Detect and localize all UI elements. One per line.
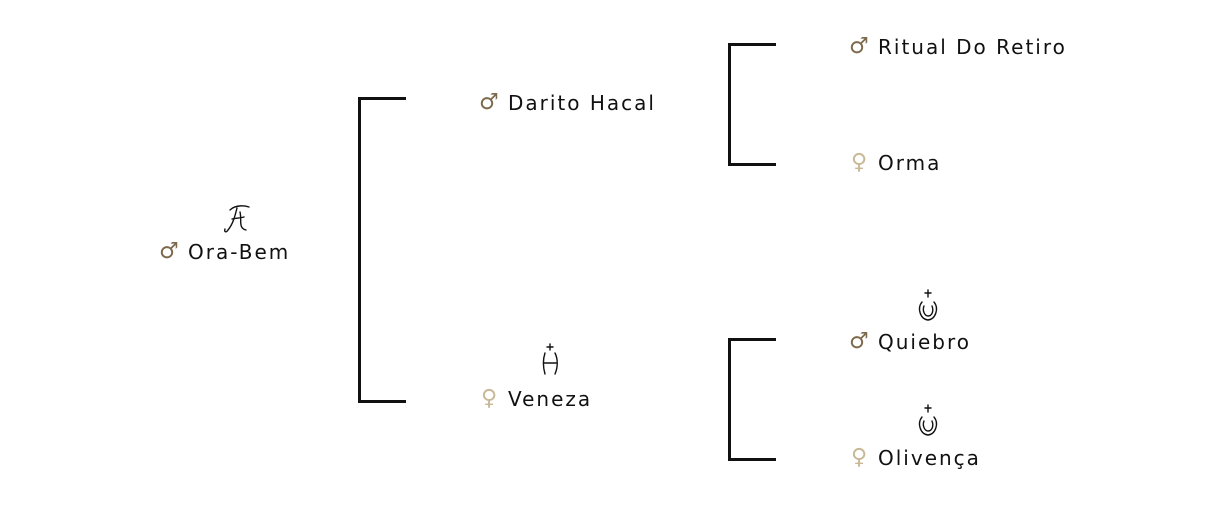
subject-node[interactable]: ♂ Ora-Bem (158, 238, 290, 266)
female-icon: ♀ (850, 150, 868, 175)
dam-node[interactable]: ♀ Veneza (478, 385, 592, 413)
dam-name[interactable]: Veneza (508, 387, 593, 411)
maternal-granddam-node[interactable]: ♀ Olivença (848, 444, 981, 472)
male-icon: ♂ (479, 90, 499, 115)
male-icon: ♂ (159, 239, 179, 264)
paternal-grandsire-node[interactable]: ♂ Ritual Do Retiro (848, 33, 1067, 61)
paternal-grandparents-bracket (728, 43, 776, 166)
maternal-granddam-name[interactable]: Olivença (878, 446, 981, 470)
sire-name[interactable]: Darito Hacal (508, 91, 656, 115)
h-cross-brand-icon (542, 343, 558, 375)
crescent-cross-brand-icon (918, 404, 938, 436)
paternal-granddam-name[interactable]: Orma (878, 151, 942, 175)
maternal-grandsire-node[interactable]: ♂ Quiebro (848, 328, 971, 356)
subject-name[interactable]: Ora-Bem (188, 240, 291, 264)
paternal-grandsire-name[interactable]: Ritual Do Retiro (878, 35, 1067, 59)
sire-node[interactable]: ♂ Darito Hacal (478, 89, 656, 117)
male-icon: ♂ (849, 329, 869, 354)
parents-bracket (358, 97, 406, 403)
male-icon: ♂ (849, 34, 869, 59)
female-icon: ♀ (850, 445, 868, 470)
script-f-brand-icon (224, 205, 250, 233)
female-icon: ♀ (480, 386, 498, 411)
maternal-grandsire-name[interactable]: Quiebro (878, 330, 971, 354)
crescent-cross-brand-icon (918, 289, 938, 321)
paternal-granddam-node[interactable]: ♀ Orma (848, 149, 941, 177)
maternal-grandparents-bracket (728, 338, 776, 461)
